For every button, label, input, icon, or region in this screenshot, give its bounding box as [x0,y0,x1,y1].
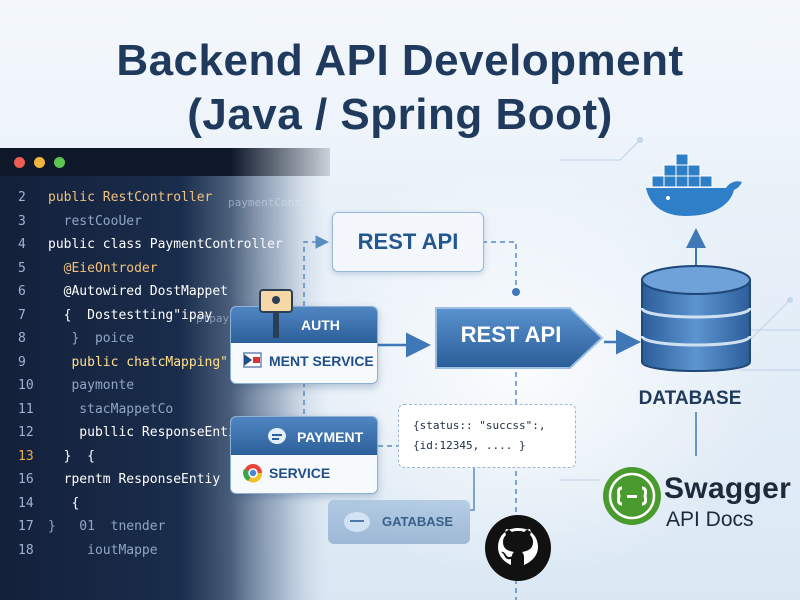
code-text: restCooUer [48,213,142,229]
code-line: 8 } poice [0,331,330,355]
code-text: public class PaymentController [48,237,283,252]
code-line: 18 ioutMappe [0,543,330,567]
maximize-window-icon[interactable] [54,157,65,168]
auth-card-header: AUTH [231,307,377,343]
code-line: 11 stacMappetCo [0,402,330,426]
code-text: { [48,495,80,511]
line-number: 12 [18,425,34,440]
swagger-subtitle: API Docs [666,508,754,531]
line-number: 8 [18,331,26,346]
line-number: 10 [18,378,34,393]
page-title-line1: Backend API Development [116,36,684,85]
code-line: 12 publlic ResponseEnti [0,425,330,449]
line-number: 3 [18,213,26,229]
line-number: 2 [18,190,26,205]
chrome-like-icon [243,464,263,483]
auth-card-title: AUTH [301,317,340,333]
line-number: 7 [18,307,26,323]
gatabase-box: GATABASE [328,500,470,544]
code-text: stacMappetCo [48,401,174,417]
flag-icon [243,352,262,368]
line-number: 13 [18,448,34,464]
code-text: paymonte [48,378,135,393]
code-line: 7 { Dostestting"ipay [0,308,330,332]
rest-api-main-arrow[interactable] [430,300,610,376]
line-number: 9 [18,354,26,370]
page-title-line2: (Java / Spring Boot) [187,90,613,139]
close-window-icon[interactable] [14,157,25,168]
code-text: { Dostestting"ipay [48,307,213,323]
code-line: 14 { [0,496,330,520]
code-text: } poice [48,331,135,346]
key-lock-icon [259,289,293,338]
code-text: } 01 tnender [48,519,166,534]
line-number: 14 [18,495,34,511]
ghost-code-text: paymentCont [228,196,301,209]
line-number: 16 [18,472,34,487]
line-number: 6 [18,284,26,299]
payment-service-card[interactable]: PAYMENT SERVICE [230,416,378,494]
code-text: public RestController [48,190,213,205]
code-text: } { [48,448,95,464]
payment-card-row-label: SERVICE [269,465,331,481]
rest-api-top-box[interactable]: REST API [332,212,484,272]
auth-service-card[interactable]: AUTH MENT SERVICE [230,306,378,384]
database-label: DATABASE [638,388,742,409]
editor-titlebar [0,148,330,176]
code-text: @Autowired DostMappet [48,284,229,299]
json-response-box: {status:: "succss":, {id:12345, .... } [398,404,576,468]
rest-api-top-label: REST API [357,229,459,254]
payment-card-title: PAYMENT [297,429,364,445]
code-line: 9 public chatcMapping" [0,355,330,379]
json-line-2: {id:12345, .... } [413,439,526,452]
code-text: rpentm ResponseEntiy [48,472,221,487]
database-cylinder-icon [640,265,752,372]
chat-bubble-icon [268,428,286,444]
auth-card-row-label: MENT SERVICE [269,353,374,369]
minimize-window-icon[interactable] [34,157,45,168]
code-text: public chatcMapping" [48,354,229,370]
github-octocat-icon[interactable] [484,514,552,582]
swagger-logo-icon[interactable] [602,466,662,526]
line-number: 11 [18,401,34,417]
rest-api-main-label: REST API [460,322,562,347]
docker-whale-icon [646,153,742,216]
line-number: 4 [18,237,26,252]
payment-card-header: PAYMENT [231,417,377,455]
json-line-1: {status:: "succss":, [413,419,546,432]
code-line: 4 public class PaymentController [0,237,330,261]
line-number: 5 [18,260,26,276]
code-line: 6 @Autowired DostMappet [0,284,330,308]
connector-rest-top-to-main [482,241,517,290]
ghost-code-text: ptpay [196,312,230,325]
code-text: publlic ResponseEnti [48,425,236,440]
code-line: 2 public RestController [0,190,330,214]
connector-auth-to-rest-top [303,235,329,306]
gatabase-label: GATABASE [382,514,454,529]
code-line: 16 rpentm ResponseEntiy [0,472,330,496]
connector-json-to-gatabase [470,466,475,511]
code-text: ioutMappe [48,542,158,558]
line-number: 17 [18,519,34,534]
chat-bubble-icon [344,512,370,532]
code-line: 3 restCooUer [0,214,330,238]
swagger-name: Swagger [664,472,792,505]
code-line: 17 } 01 tnender [0,519,330,543]
code-line: 5 @EieOntroder [0,261,330,285]
code-text: @EieOntroder [48,260,158,276]
code-line: 13 } { [0,449,330,473]
line-number: 18 [18,542,34,558]
code-line: 10 paymonte [0,378,330,402]
